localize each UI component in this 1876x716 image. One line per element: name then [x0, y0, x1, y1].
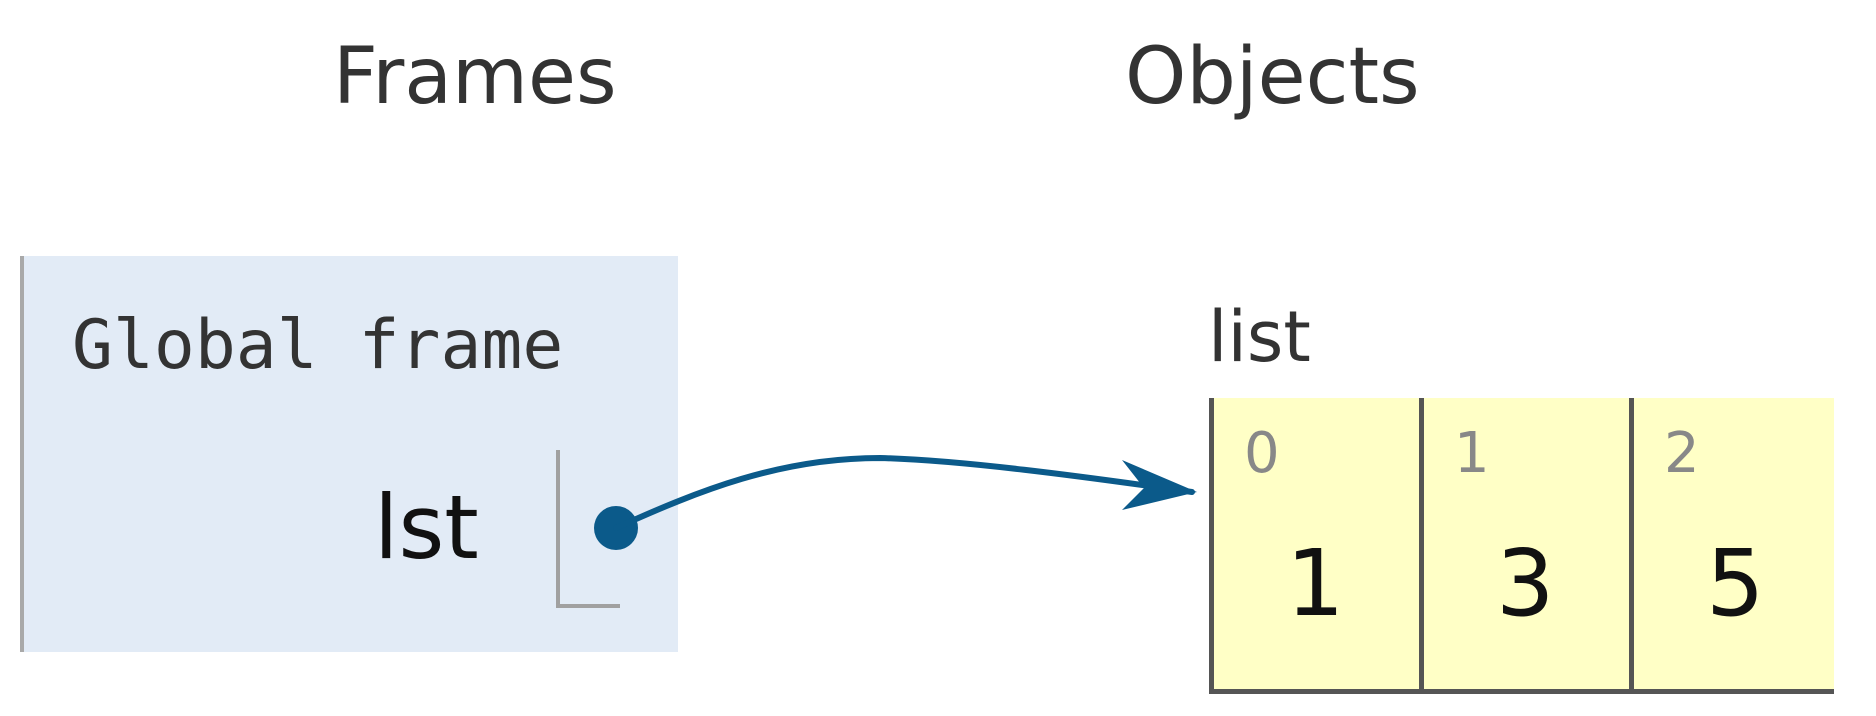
pointer-arrowhead-icon: [1122, 460, 1197, 510]
pointer-arrow-line: [613, 454, 1195, 531]
frames-heading: Frames: [333, 32, 617, 122]
list-cell-value: 1: [1286, 530, 1345, 637]
global-frame: Global frame lst: [20, 256, 678, 652]
list-cell-index: 2: [1664, 421, 1700, 486]
list-type-label: list: [1208, 296, 1311, 378]
variable-name-lst: lst: [374, 476, 479, 579]
list-cell-index: 1: [1454, 421, 1490, 486]
list-cell-value: 3: [1496, 530, 1555, 637]
objects-heading: Objects: [1125, 32, 1420, 122]
list-cell-1: 1 3: [1419, 398, 1629, 694]
list-cell-index: 0: [1244, 421, 1280, 486]
list-cell-0: 0 1: [1209, 398, 1419, 694]
list-cell-2: 2 5: [1629, 398, 1834, 694]
list-cell-value: 5: [1706, 530, 1765, 637]
variable-value-slot: [556, 450, 620, 608]
global-frame-title: Global frame: [72, 306, 564, 385]
list-object: 0 1 1 3 2 5: [1209, 398, 1834, 694]
